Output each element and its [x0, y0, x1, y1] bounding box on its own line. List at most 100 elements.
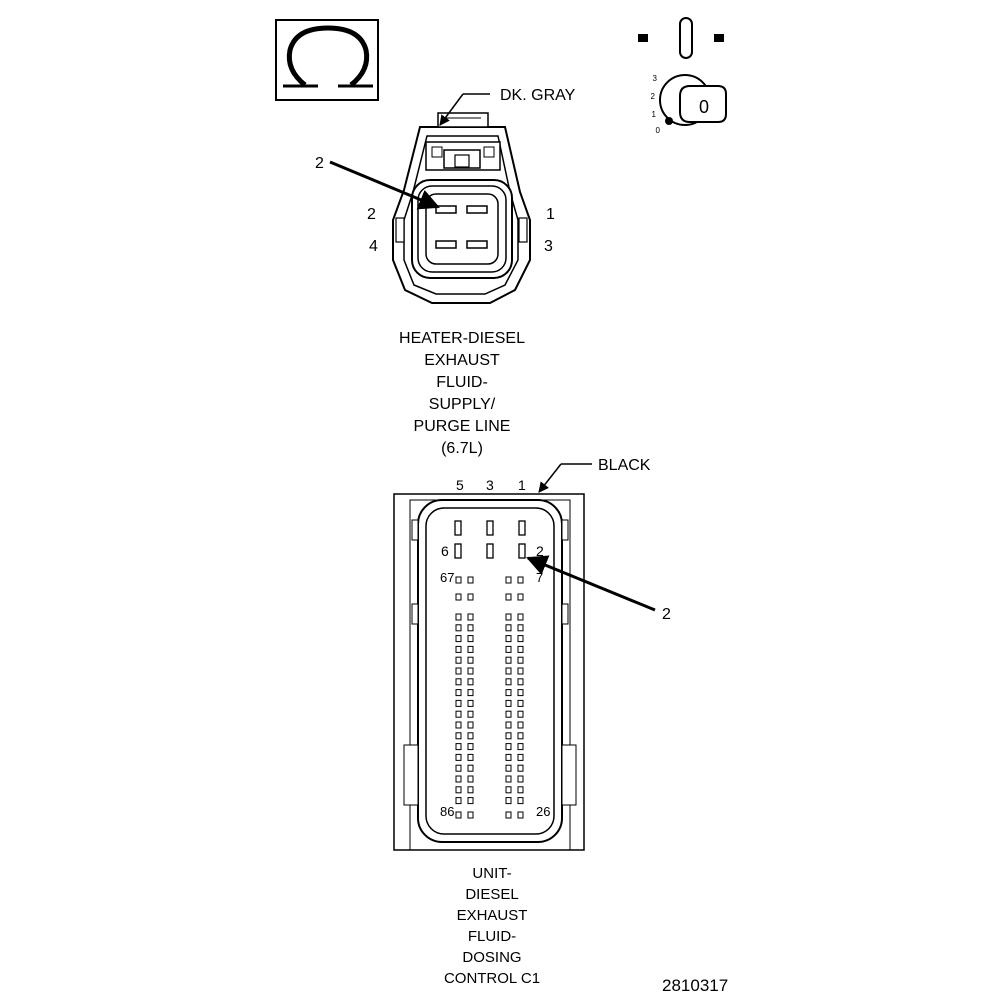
pin-cavity: [505, 764, 512, 772]
pin-cavity: [517, 753, 524, 761]
pin-cavity: [517, 775, 524, 783]
top-pin-2-label: 2: [367, 206, 376, 223]
pin-cavity: [517, 576, 524, 584]
caption-line: DOSING: [462, 949, 522, 966]
bottom-callout-arrow: [526, 555, 656, 612]
pin-cavity: [517, 710, 524, 718]
caption-line: PURGE LINE: [413, 418, 511, 435]
pin-cavity: [455, 645, 462, 653]
pin-cavity: [505, 656, 512, 664]
pin-cavity: [455, 732, 462, 740]
key-letter: 0: [699, 97, 709, 117]
heater-connector: [392, 112, 531, 304]
pin-cavity: [505, 645, 512, 653]
caption-line: UNIT-: [472, 865, 512, 882]
caption-line: EXHAUST: [456, 907, 528, 924]
pin-cavity: [455, 667, 462, 675]
caption-line: CONTROL C1: [443, 970, 541, 987]
pin-cavity: [467, 732, 474, 740]
pin-cavity: [467, 797, 474, 805]
bottom-pin-3-label: 3: [486, 477, 494, 493]
pin-cavity: [517, 689, 524, 697]
caption-line: (6.7L): [441, 440, 483, 457]
bottom-pin-1-label: 1: [518, 477, 526, 493]
pin-cavity: [467, 635, 474, 643]
pin-cavity: [505, 667, 512, 675]
pin-cavity: [455, 764, 462, 772]
pin-cavity: [455, 635, 462, 643]
pin-cavity: [455, 786, 462, 794]
pin-cavity: [505, 678, 512, 686]
bottom-pin-86-label: 86: [440, 804, 454, 819]
pin-cavity: [455, 710, 462, 718]
key-position-1: 1: [652, 110, 657, 119]
pin-cavity: [467, 689, 474, 697]
pin-cavity: [455, 753, 462, 761]
caption-line: FLUID-: [436, 374, 488, 391]
pin-cavity: [517, 797, 524, 805]
pin-cavity: [505, 743, 512, 751]
disconnect-icon: [638, 17, 724, 59]
pin-cavity: [517, 811, 524, 819]
pin-cavity: [455, 689, 462, 697]
pin-cavity: [455, 593, 462, 601]
pin-cavity: [505, 732, 512, 740]
pin-cavity: [467, 593, 474, 601]
pin-cavity: [505, 593, 512, 601]
pin-cavity: [505, 786, 512, 794]
pin-cavity: [505, 753, 512, 761]
caption-line: SUPPLY/: [428, 396, 496, 413]
pin-cavity: [517, 656, 524, 664]
pin-cavity: [505, 635, 512, 643]
pin-cavity: [505, 689, 512, 697]
pin-cavity: [455, 797, 462, 805]
figure-number: 2810317: [662, 976, 728, 995]
pin-cavity: [467, 667, 474, 675]
top-pin-4-label: 4: [369, 238, 378, 255]
dosing-connector: [393, 493, 585, 851]
pin-cavity: [467, 656, 474, 664]
pin-cavity: [455, 775, 462, 783]
key-position-0: 0: [656, 126, 661, 135]
pin-cavity: [467, 645, 474, 653]
caption-line: FLUID-: [467, 928, 517, 945]
black-label: BLACK: [598, 457, 651, 474]
pin-cavity: [467, 743, 474, 751]
pin-cavity: [505, 775, 512, 783]
pin-cavity: [517, 645, 524, 653]
ohmmeter-icon: [275, 19, 379, 101]
pin-cavity: [517, 613, 524, 621]
pin-cavity: [517, 624, 524, 632]
pin-cavity: [517, 678, 524, 686]
pin-cavity: [467, 613, 474, 621]
key-position-3: 3: [653, 74, 658, 83]
pin-cavity: [467, 721, 474, 729]
bottom-pin-26-label: 26: [536, 804, 550, 819]
ignition-key-icon: 3 2 1 0 0: [651, 74, 727, 135]
dk-gray-label: DK. GRAY: [500, 87, 576, 104]
pin-cavity: [467, 764, 474, 772]
top-callout-arrow: [329, 160, 440, 210]
pin-cavity: [467, 710, 474, 718]
pin-cavity: [455, 811, 462, 819]
key-position-2: 2: [651, 92, 656, 101]
pin-cavity: [517, 732, 524, 740]
pin-cavity: [505, 624, 512, 632]
pin-cavity: [455, 656, 462, 664]
pin-cavity: [517, 593, 524, 601]
pin-cavity: [517, 667, 524, 675]
black-arrow: [538, 463, 562, 493]
pin-cavity: [467, 786, 474, 794]
pin-cavity: [505, 811, 512, 819]
pin-cavity: [455, 699, 462, 707]
pin-cavity: [505, 710, 512, 718]
pin-cavity: [517, 721, 524, 729]
pin-cavity: [517, 786, 524, 794]
pin-cavity: [517, 764, 524, 772]
pin-cavity: [505, 613, 512, 621]
pin-cavity: [467, 576, 474, 584]
pin-cavity: [467, 811, 474, 819]
pin-cavity: [517, 635, 524, 643]
heater-connector-caption: HEATER-DIESEL EXHAUST FLUID- SUPPLY/ PUR…: [362, 328, 562, 460]
